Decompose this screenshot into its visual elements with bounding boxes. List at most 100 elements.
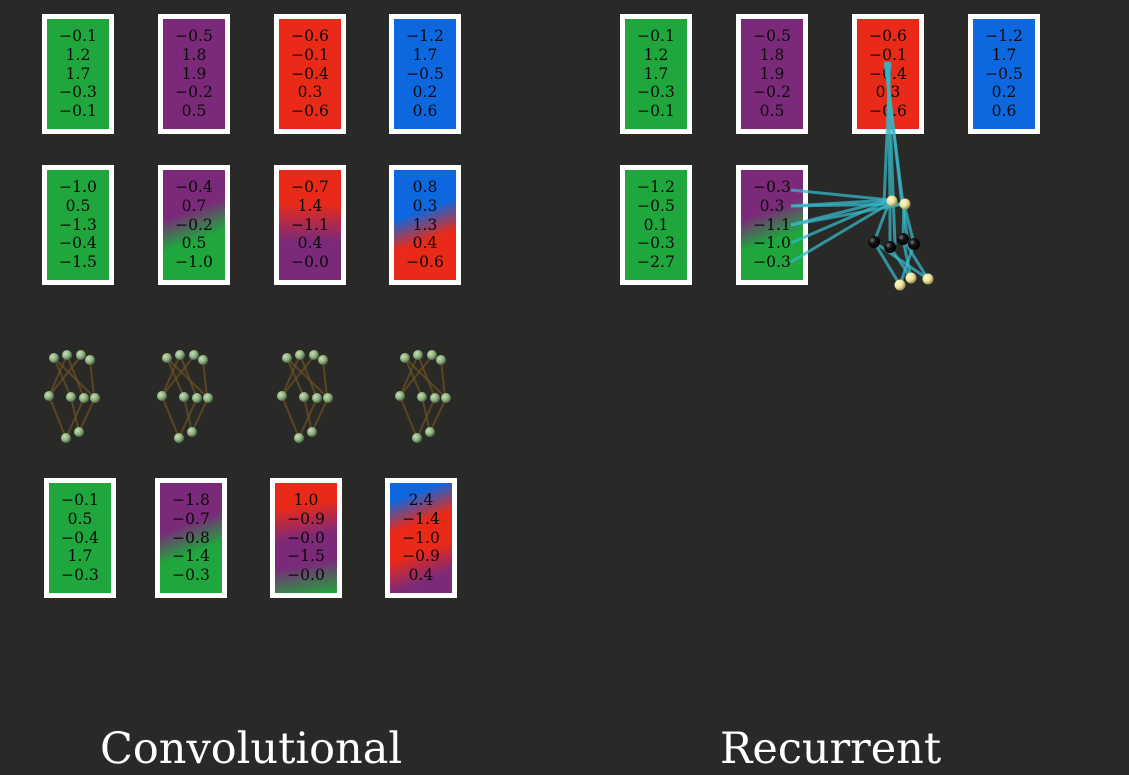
filter-node <box>277 350 333 443</box>
card-value: 1.7 <box>991 45 1017 64</box>
card-value: 1.7 <box>643 64 669 83</box>
conv-row2-card-3: −0.7 1.4 −1.1 0.4 −0.0 <box>274 165 346 285</box>
conv-output-card-3: 1.0 −0.9 −0.0 −1.5 −0.0 <box>270 478 342 598</box>
filter-node <box>44 350 100 443</box>
card-value: −0.3 <box>59 83 97 102</box>
card-value: −0.4 <box>291 64 329 83</box>
card-value: 0.5 <box>67 509 93 528</box>
conv-filter-2 <box>157 350 213 443</box>
card-value: −2.7 <box>637 253 675 272</box>
card-value: −0.2 <box>753 83 791 102</box>
card-value: 0.4 <box>297 234 323 253</box>
conv-row2-card-2: −0.4 0.7 −0.2 0.5 −1.0 <box>158 165 230 285</box>
card-value: 1.2 <box>643 45 669 64</box>
card-value: −0.0 <box>287 566 325 585</box>
conv-filter-3 <box>277 350 333 443</box>
card-value: −1.0 <box>59 178 97 196</box>
card-value: 0.5 <box>759 102 785 121</box>
conv-output-card-2: −1.8 −0.7 −0.8 −1.4 −0.3 <box>155 478 227 598</box>
card-value: −1.0 <box>753 234 791 253</box>
card-value: −0.3 <box>753 178 791 196</box>
card-value: −0.4 <box>869 64 907 83</box>
card-value: −1.1 <box>291 215 329 234</box>
card-value: −1.8 <box>172 491 210 509</box>
card-value: 1.8 <box>181 45 207 64</box>
conv-row1-card-2: −0.5 1.8 1.9 −0.2 0.5 <box>158 14 230 134</box>
conv-row2-card-4: 0.8 0.3 1.3 0.4 −0.6 <box>389 165 461 285</box>
card-value: −0.6 <box>869 102 907 121</box>
rec-row1-card-2: −0.5 1.8 1.9 −0.2 0.5 <box>736 14 808 134</box>
conv-filter-4 <box>395 350 451 443</box>
card-value: −0.6 <box>291 102 329 121</box>
card-value: −0.1 <box>61 491 99 509</box>
card-value: 0.3 <box>759 196 785 215</box>
card-value: −1.2 <box>985 27 1023 45</box>
card-value: −1.3 <box>59 215 97 234</box>
rec-row1-card-3: −0.6 −0.1 −0.4 0.3 −0.6 <box>852 14 924 134</box>
card-value: 1.3 <box>412 215 438 234</box>
convolutional-title: Convolutional <box>100 724 403 774</box>
card-value: −1.2 <box>406 27 444 45</box>
conv-output-card-4: 2.4 −1.4 −1.0 −0.9 0.4 <box>385 478 457 598</box>
conv-output-card-1: −0.1 0.5 −0.4 1.7 −0.3 <box>44 478 116 598</box>
card-value: 0.1 <box>643 215 669 234</box>
card-value: 1.7 <box>412 45 438 64</box>
card-value: −1.5 <box>59 253 97 272</box>
card-value: 0.6 <box>991 102 1017 121</box>
card-value: −0.3 <box>61 566 99 585</box>
conv-row1-card-1: −0.1 1.2 1.7 −0.3 −0.1 <box>42 14 114 134</box>
card-value: 0.3 <box>297 83 323 102</box>
card-value: −0.2 <box>175 83 213 102</box>
card-value: 0.8 <box>412 178 438 196</box>
conv-row2-card-1: −1.0 0.5 −1.3 −0.4 −1.5 <box>42 165 114 285</box>
card-value: 0.3 <box>412 196 438 215</box>
card-value: −0.1 <box>637 27 675 45</box>
card-value: 0.5 <box>65 196 91 215</box>
card-value: −0.5 <box>985 64 1023 83</box>
card-value: −0.1 <box>869 45 907 64</box>
conv-row1-card-3: −0.6 −0.1 −0.4 0.3 −0.6 <box>274 14 346 134</box>
rec-row2-card-2: −0.3 0.3 −1.1 −1.0 −0.3 <box>736 165 808 285</box>
card-value: −0.5 <box>637 196 675 215</box>
rec-row2-card-1: −1.2 −0.5 0.1 −0.3 −2.7 <box>620 165 692 285</box>
card-value: −0.6 <box>291 27 329 45</box>
card-value: −1.1 <box>753 215 791 234</box>
card-value: 0.7 <box>181 196 207 215</box>
card-value: −1.2 <box>637 178 675 196</box>
card-value: −0.0 <box>287 528 325 547</box>
card-value: 1.7 <box>65 64 91 83</box>
card-value: −0.5 <box>406 64 444 83</box>
card-value: −0.4 <box>175 178 213 196</box>
card-value: 1.7 <box>67 547 93 566</box>
card-value: 1.8 <box>759 45 785 64</box>
card-value: −1.5 <box>287 547 325 566</box>
card-value: −0.7 <box>172 509 210 528</box>
card-value: 2.4 <box>408 491 434 509</box>
card-value: 1.2 <box>65 45 91 64</box>
recurrent-node <box>868 195 934 291</box>
card-value: 0.2 <box>412 83 438 102</box>
card-value: −1.0 <box>175 253 213 272</box>
card-value: −0.6 <box>406 253 444 272</box>
card-value: 0.3 <box>875 83 901 102</box>
card-value: 1.9 <box>181 64 207 83</box>
card-value: −0.3 <box>637 83 675 102</box>
card-value: −0.1 <box>291 45 329 64</box>
conv-filter-1 <box>44 350 100 443</box>
card-value: −0.7 <box>291 178 329 196</box>
card-value: 0.5 <box>181 234 207 253</box>
card-value: −0.3 <box>172 566 210 585</box>
card-value: −0.4 <box>61 528 99 547</box>
card-value: 0.6 <box>412 102 438 121</box>
card-value: −0.8 <box>172 528 210 547</box>
card-value: −0.2 <box>175 215 213 234</box>
card-value: −1.0 <box>402 528 440 547</box>
card-value: 0.4 <box>408 566 434 585</box>
card-value: −1.4 <box>172 547 210 566</box>
card-value: −0.4 <box>59 234 97 253</box>
card-value: 0.5 <box>181 102 207 121</box>
card-value: 0.4 <box>412 234 438 253</box>
card-value: −0.1 <box>59 27 97 45</box>
card-value: −0.1 <box>637 102 675 121</box>
card-value: −0.0 <box>291 253 329 272</box>
